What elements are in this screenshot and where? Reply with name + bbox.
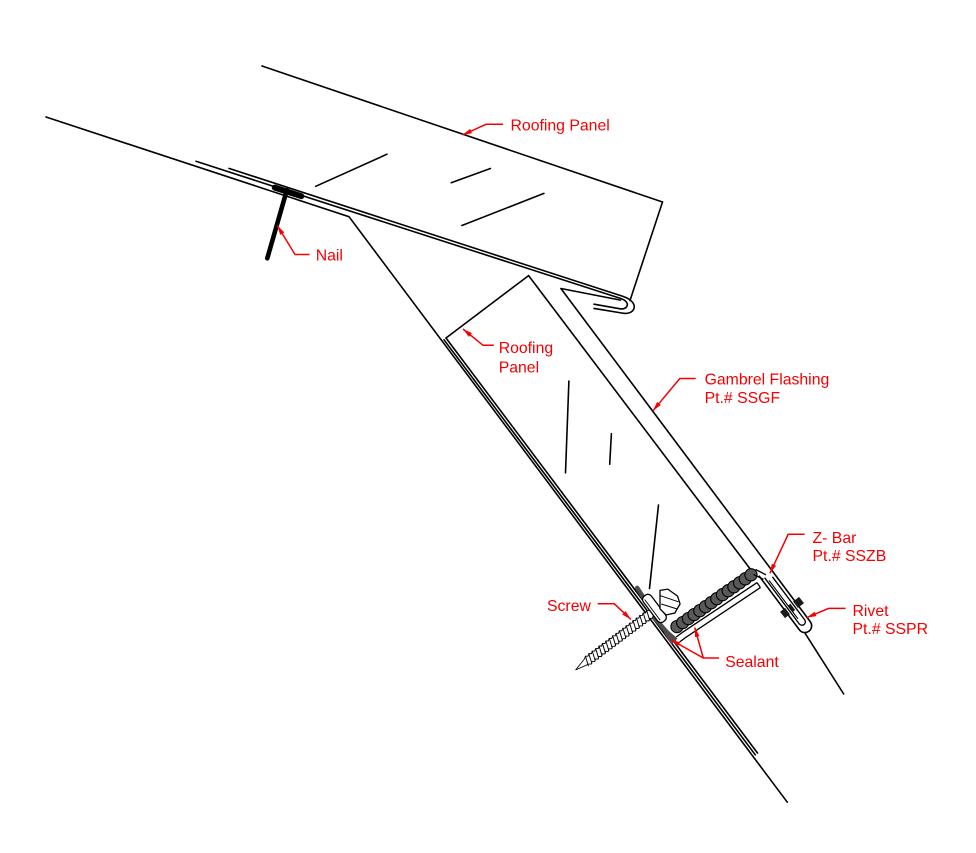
svg-text:Gambrel Flashing: Gambrel Flashing <box>705 372 830 389</box>
svg-text:Pt.# SSGF: Pt.# SSGF <box>705 390 781 407</box>
svg-text:Rivet: Rivet <box>853 603 890 620</box>
svg-text:Screw: Screw <box>547 598 591 615</box>
svg-text:Sealant: Sealant <box>725 654 779 671</box>
svg-text:Roofing: Roofing <box>499 340 553 357</box>
svg-text:Z- Bar: Z- Bar <box>813 530 857 547</box>
svg-text:Pt.# SSZB: Pt.# SSZB <box>813 548 887 565</box>
svg-text:Pt.# SSPR: Pt.# SSPR <box>853 621 929 638</box>
svg-text:Nail: Nail <box>316 248 343 265</box>
svg-text:Roofing Panel: Roofing Panel <box>511 117 610 134</box>
svg-text:Panel: Panel <box>499 360 539 377</box>
